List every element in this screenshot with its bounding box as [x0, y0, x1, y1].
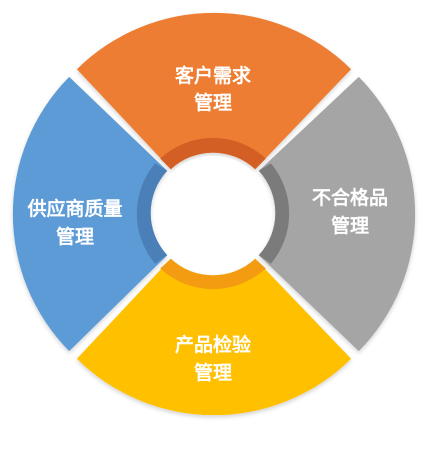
- segment-customer-demand: [76, 12, 352, 170]
- inner-band-nonconforming: [258, 163, 290, 264]
- segment-supplier-quality: [12, 76, 168, 352]
- inner-band-product-inspection: [160, 258, 266, 290]
- label-customer-demand-line2: 管理: [194, 91, 232, 114]
- label-product-inspection-line1: 产品检验: [175, 333, 252, 356]
- segment-nonconforming: [258, 76, 416, 352]
- label-supplier-quality-line2: 管理: [56, 225, 94, 248]
- label-nonconforming-line2: 管理: [331, 214, 369, 237]
- inner-band-supplier-quality: [136, 163, 168, 264]
- label-nonconforming-line1: 不合格品: [312, 186, 388, 209]
- label-customer-demand-line1: 客户需求: [175, 64, 252, 87]
- center-circle: [155, 156, 271, 272]
- label-supplier-quality-line1: 供应商质量: [26, 197, 122, 220]
- segment-product-inspection: [76, 258, 352, 416]
- label-product-inspection-line2: 管理: [194, 361, 232, 384]
- inner-band-customer-demand: [160, 137, 266, 170]
